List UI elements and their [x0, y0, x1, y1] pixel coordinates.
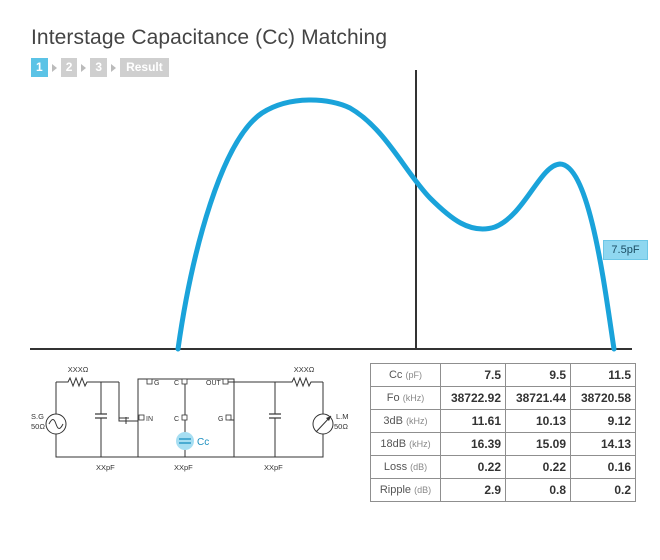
pin-c1-label: C	[174, 380, 179, 387]
source-impedance: 50Ω	[31, 422, 45, 431]
cc-capacitor-highlight[interactable]	[176, 432, 194, 450]
table-cell: 14.13	[570, 432, 636, 456]
capacitor-middle-label: XXpF	[174, 463, 193, 472]
circuit-diagram: XXXΩ S.G 50Ω XXpF G C OUT IN C G Cc XXpF…	[31, 365, 349, 472]
row-label: Loss	[383, 461, 408, 473]
table-cell: 15.09	[505, 432, 571, 456]
meter-arrow-icon	[326, 416, 331, 421]
table-cell: 0.2	[570, 478, 636, 502]
table-cell: 11.5	[570, 363, 636, 387]
pin-pad	[181, 414, 188, 421]
row-header: Fo (kHz)	[370, 386, 441, 410]
resistor-left	[56, 376, 119, 388]
resistor-right	[228, 376, 323, 388]
response-plot	[30, 70, 632, 352]
pin-pad	[146, 378, 153, 385]
row-label: 18dB	[380, 438, 407, 450]
row-label: 3dB	[383, 415, 403, 427]
wire	[118, 418, 138, 422]
row-unit: (kHz)	[402, 393, 425, 403]
table-cell: 9.12	[570, 409, 636, 433]
row-header: 3dB (kHz)	[370, 409, 441, 433]
row-unit: (dB)	[414, 485, 432, 495]
step-2-button[interactable]: 2	[60, 58, 78, 77]
table-cell: 0.8	[505, 478, 571, 502]
source-label: S.G	[31, 412, 44, 421]
row-header: Cc (pF)	[370, 363, 441, 387]
pin-pad	[222, 378, 229, 385]
row-header: Loss (dB)	[370, 455, 441, 479]
wire	[229, 419, 235, 457]
step-result-button[interactable]: Result	[120, 58, 169, 77]
row-label: Fo	[386, 392, 400, 404]
table-cell: 38722.92	[440, 386, 506, 410]
row-unit: (dB)	[410, 462, 428, 472]
ground-wire	[55, 434, 131, 458]
capacitance-value-label: 7.5pF	[603, 240, 648, 260]
step-arrow-icon	[111, 63, 117, 72]
response-curve	[175, 97, 617, 352]
table-cell: 2.9	[440, 478, 506, 502]
table-cell: 9.5	[505, 363, 571, 387]
table-cell: 11.61	[440, 409, 506, 433]
step-navigation: 1 2 3 Result	[31, 58, 169, 77]
pin-pad	[138, 414, 145, 421]
row-label: Cc	[388, 369, 403, 381]
step-arrow-icon	[51, 63, 57, 72]
wire	[118, 382, 129, 419]
page-title: Interstage Capacitance (Cc) Matching	[31, 26, 388, 49]
row-unit: (kHz)	[406, 416, 428, 426]
table-cell: 0.16	[570, 455, 636, 479]
row-unit: (pF)	[405, 370, 423, 380]
table-cell: 0.22	[440, 455, 506, 479]
pin-pad	[225, 414, 232, 421]
table-cell: 10.13	[505, 409, 571, 433]
table-cell: 0.22	[505, 455, 571, 479]
pin-pad	[181, 378, 188, 385]
pin-in-label: IN	[146, 416, 153, 423]
table-cell: 16.39	[440, 432, 506, 456]
pin-g2-label: G	[218, 416, 223, 423]
table-cell: 38720.58	[570, 386, 636, 410]
step-3-button[interactable]: 3	[90, 58, 108, 77]
pin-out-label: OUT	[206, 380, 222, 387]
pin-c2-label: C	[174, 416, 179, 423]
step-arrow-icon	[81, 63, 87, 72]
load-label: L.M	[336, 412, 349, 421]
table-cell: 7.5	[440, 363, 506, 387]
resistor-right-label: XXXΩ	[294, 365, 315, 374]
row-unit: (kHz)	[409, 439, 431, 449]
capacitor-right-label: XXpF	[264, 463, 283, 472]
resistor-left-label: XXXΩ	[68, 365, 89, 374]
capacitor-left-label: XXpF	[96, 463, 115, 472]
pin-g1-label: G	[154, 380, 159, 387]
row-header: 18dB (kHz)	[370, 432, 441, 456]
cc-label: Cc	[197, 437, 209, 448]
step-1-button[interactable]: 1	[31, 58, 48, 77]
row-label: Ripple	[379, 484, 412, 496]
ground-wire	[234, 434, 324, 458]
table-cell: 38721.44	[505, 386, 571, 410]
row-header: Ripple (dB)	[370, 478, 441, 502]
load-impedance: 50Ω	[334, 422, 348, 431]
sine-wave-icon	[48, 419, 64, 429]
